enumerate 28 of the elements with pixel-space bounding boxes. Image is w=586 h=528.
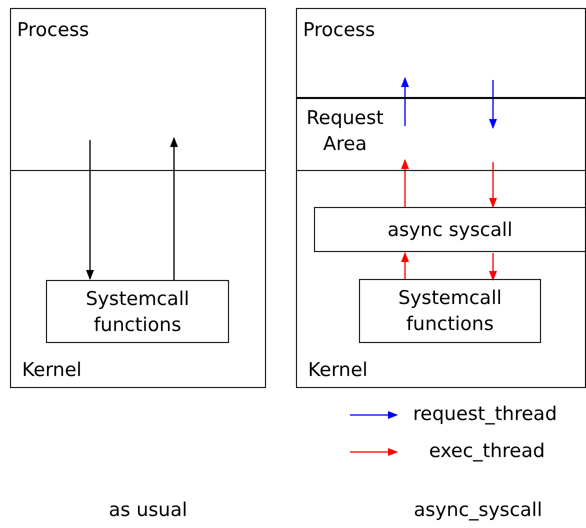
node-label: Systemcall functions: [84, 286, 190, 338]
arrow: [489, 162, 497, 208]
syscall-box: [314, 207, 586, 252]
arrow: [401, 77, 409, 126]
node-label: Request Area: [305, 106, 385, 157]
arrow: [401, 159, 409, 208]
node-label: Kernel: [308, 358, 368, 383]
kernel-band: [10, 170, 266, 388]
request-area-band: [296, 97, 586, 171]
arrow: [86, 140, 94, 280]
node-label: Process: [17, 18, 90, 43]
node-label: async syscall: [386, 218, 514, 242]
process-band: [10, 8, 266, 171]
legend-label: request_thread: [413, 402, 558, 427]
arrow: [401, 252, 409, 280]
arrow: [489, 80, 497, 129]
function-box: [359, 279, 541, 343]
node-label: Systemcall functions: [397, 286, 503, 337]
arrow: [489, 253, 497, 281]
legend-label: exec_thread: [429, 439, 545, 464]
kernel-band: [296, 170, 586, 388]
process-band: [296, 8, 586, 99]
arrow: [170, 137, 178, 281]
caption: as usual: [108, 498, 188, 523]
function-box: [46, 280, 229, 343]
node-label: Process: [303, 18, 376, 43]
caption: async_syscall: [414, 498, 542, 523]
node-label: Kernel: [22, 358, 82, 383]
